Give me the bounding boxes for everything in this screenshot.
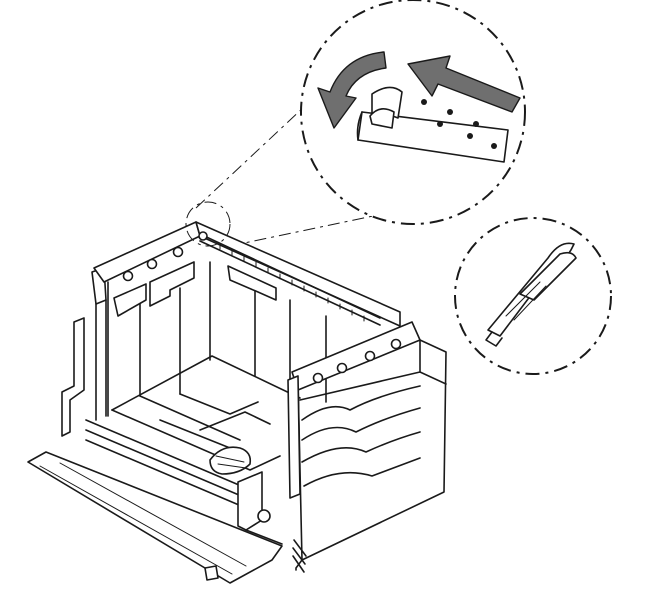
left-frame: [61, 317, 85, 437]
detail-rotate: [300, 0, 526, 225]
detail-origin-marker: [185, 201, 231, 247]
printer-body: [27, 201, 447, 584]
detail-leader-lines: [195, 91, 393, 247]
straight-arrow-icon: [407, 55, 521, 113]
roller-shaft: [198, 231, 381, 326]
curved-arrow-icon: [317, 51, 387, 129]
detail-lever: [454, 217, 612, 375]
front-gear: [209, 446, 252, 475]
right-post: [287, 375, 301, 499]
